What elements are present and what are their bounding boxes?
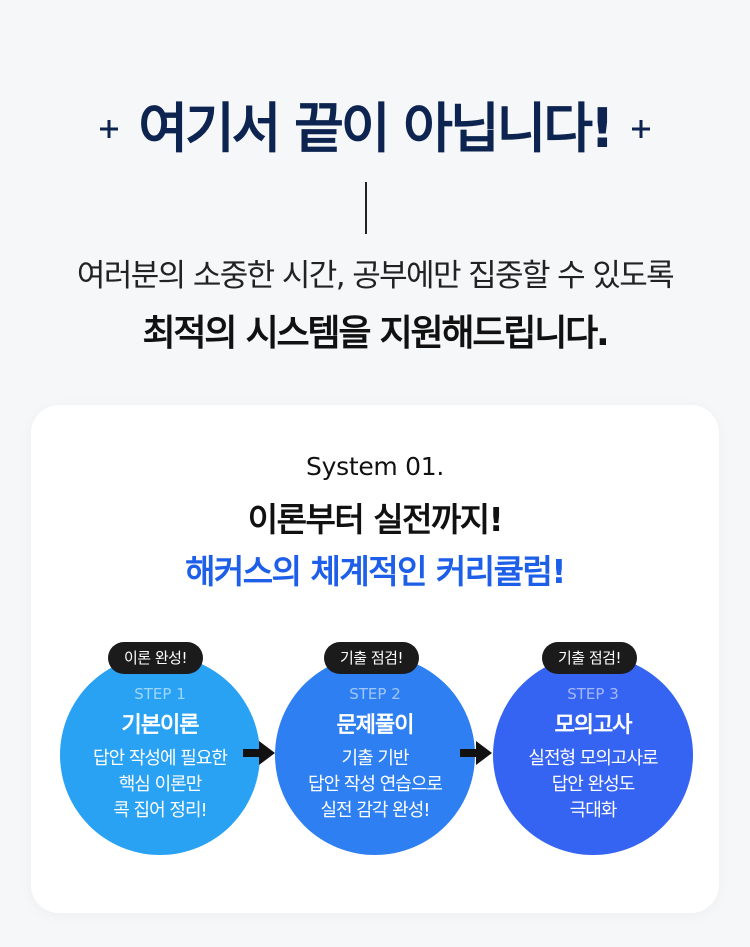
step-1-description: 답안 작성에 필요한 핵심 이론만 콕 집어 정리! [60,746,260,824]
step-3-description: 실전형 모의고사로 답안 완성도 극대화 [493,746,693,824]
system-title: 이론부터 실전까지! [247,500,504,539]
step-2-description: 기출 기반 답안 작성 연습으로 실전 감각 완성! [275,746,475,824]
step-1-number: STEP 1 [134,685,186,703]
step-1-circle: STEP 1 기본이론 답안 작성에 필요한 핵심 이론만 콕 집어 정리! [60,655,260,855]
divider-line [365,182,367,234]
arrow-right-icon [243,741,275,765]
step-1-desc-line: 답안 작성에 필요한 [93,748,228,769]
step-3-number: STEP 3 [567,685,619,703]
sparkle-icon [631,120,650,138]
headline-title: 여기서 끝이 아닙니다! [138,97,614,160]
step-3-circle: STEP 3 모의고사 실전형 모의고사로 답안 완성도 극대화 [493,655,693,855]
subtitle-line-1: 여러분의 소중한 시간, 공부에만 집중할 수 있도록 [76,258,675,294]
step-1-badge: 이론 완성! [108,642,203,674]
arrow-right-icon [460,741,492,765]
step-2-circle: STEP 2 문제풀이 기출 기반 답안 작성 연습으로 실전 감각 완성! [275,655,475,855]
system-subtitle: 해커스의 체계적인 커리큘럼! [185,552,566,591]
step-2-number: STEP 2 [349,685,401,703]
step-2-name: 문제풀이 [336,713,415,738]
headline: 여기서 끝이 아닙니다! [0,92,750,166]
step-2-desc-line: 답안 작성 연습으로 [308,774,443,795]
sparkle-icon [100,120,119,138]
step-1-name: 기본이론 [121,713,200,738]
system-label: System 01. [306,452,444,481]
step-3-desc-line: 극대화 [569,800,618,821]
step-2-desc-line: 기출 기반 [341,748,410,769]
step-3-desc-line: 답안 완성도 [551,774,636,795]
step-1-desc-line: 핵심 이론만 [118,774,203,795]
step-3-desc-line: 실전형 모의고사로 [528,748,658,769]
system-card: System 01. 이론부터 실전까지! 해커스의 체계적인 커리큘럼! 이론… [31,405,719,913]
step-3-badge: 기출 점검! [542,642,637,674]
step-1-desc-line: 콕 집어 정리! [113,800,207,821]
step-3-name: 모의고사 [554,713,633,738]
step-2-badge: 기출 점검! [324,642,419,674]
subtitle-line-2: 최적의 시스템을 지원해드립니다. [142,313,609,354]
step-2-desc-line: 실전 감각 완성! [320,800,430,821]
